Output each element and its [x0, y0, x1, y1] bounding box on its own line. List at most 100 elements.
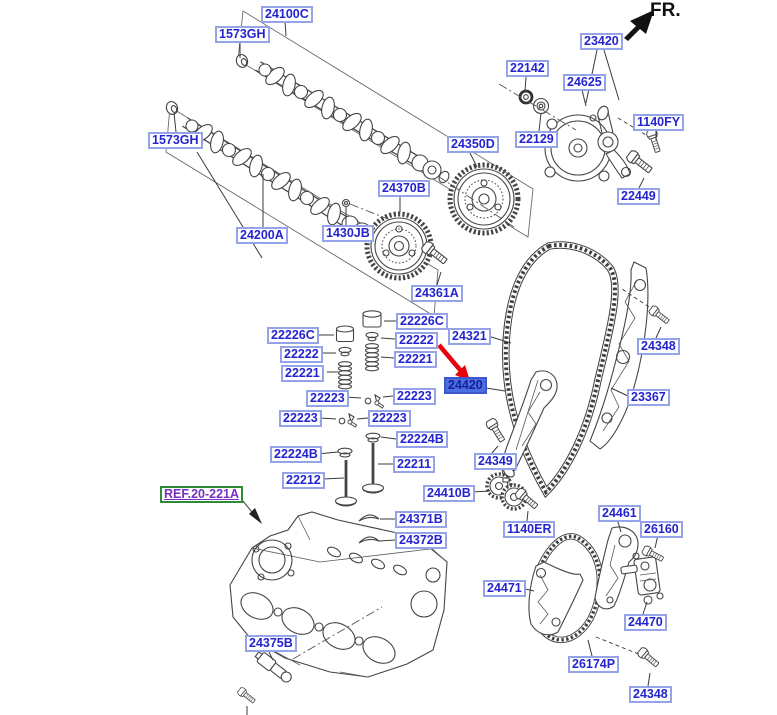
part-label-24420[interactable]: 24420: [444, 377, 487, 394]
part-label-22222-r[interactable]: 22222: [395, 332, 438, 349]
part-label-1430jb[interactable]: 1430JB: [322, 225, 374, 242]
leader-line: [491, 445, 499, 454]
part-label-24370b[interactable]: 24370B: [378, 180, 430, 197]
axis-line: [498, 83, 577, 131]
leader-line: [380, 356, 395, 359]
fr-direction-label: FR.: [650, 0, 681, 21]
cvvt-sprocket-intake-drawing: [447, 162, 521, 236]
camshaft-end-cap-top: [235, 54, 249, 68]
part-label-1573gh-top[interactable]: 1573GH: [215, 26, 270, 43]
part-label-ref-20-221a[interactable]: REF.20-221A: [160, 486, 244, 503]
leader-line: [319, 417, 337, 420]
leader-line: [436, 271, 442, 286]
part-label-22129[interactable]: 22129: [515, 131, 558, 148]
part-label-22223-1l[interactable]: 22223: [306, 390, 349, 407]
part-label-22449[interactable]: 22449: [617, 188, 660, 205]
leader-line: [524, 76, 527, 92]
part-label-24200a[interactable]: 24200A: [236, 227, 288, 244]
dashed-line: [617, 117, 647, 136]
chain-tensioner-drawing: [620, 552, 664, 605]
leader-line: [647, 672, 651, 687]
part-label-24321[interactable]: 24321: [448, 328, 491, 345]
part-label-22211[interactable]: 22211: [393, 456, 436, 473]
part-label-24375b[interactable]: 24375B: [245, 635, 297, 652]
part-label-24100c[interactable]: 24100C: [261, 6, 313, 23]
part-label-24625[interactable]: 24625: [563, 74, 606, 91]
crank-sprocket-drawing: [485, 472, 528, 511]
part-label-22142[interactable]: 22142: [506, 60, 549, 77]
leader-line: [322, 477, 345, 480]
chain-guide-lower-drawing: [528, 561, 584, 636]
leader-line: [471, 490, 491, 493]
part-label-22223-2l[interactable]: 22223: [279, 410, 322, 427]
leader-line: [487, 335, 512, 344]
part-label-22223-1r[interactable]: 22223: [393, 388, 436, 405]
leader-line: [469, 152, 478, 168]
ocv-drawing: [254, 651, 292, 683]
leader-line: [610, 387, 629, 397]
ref-arrowhead: [249, 508, 262, 524]
axis-line: [349, 203, 394, 222]
part-label-22223-2r[interactable]: 22223: [368, 410, 411, 427]
valve-parts-right-stack: [361, 310, 385, 494]
leader-line: [587, 639, 593, 657]
part-label-26174p[interactable]: 26174P: [568, 656, 620, 673]
leader-line: [284, 20, 287, 37]
part-label-24349[interactable]: 24349: [474, 453, 517, 470]
highlight-arrow-shaft: [437, 343, 463, 373]
part-label-1140fy[interactable]: 1140FY: [633, 114, 685, 131]
leader-line: [241, 499, 253, 513]
leader-line: [380, 337, 396, 340]
part-label-22224b-r[interactable]: 22224B: [396, 431, 448, 448]
leader-line: [642, 601, 648, 615]
axis-line: [292, 606, 383, 660]
dashed-line: [595, 636, 642, 656]
part-label-24348-bottom[interactable]: 24348: [629, 686, 672, 703]
part-label-23420[interactable]: 23420: [580, 33, 623, 50]
part-label-26160[interactable]: 26160: [640, 521, 683, 538]
part-label-22221-r[interactable]: 22221: [394, 351, 437, 368]
leader-line: [638, 177, 645, 189]
part-label-1573gh-left[interactable]: 1573GH: [148, 132, 203, 149]
leader-line: [581, 89, 587, 107]
leader-line: [538, 112, 542, 132]
part-label-24371b[interactable]: 24371B: [395, 511, 447, 528]
part-label-22222-l[interactable]: 22222: [280, 346, 323, 363]
chain-guide-right-drawing: [589, 261, 649, 450]
part-label-22221-l[interactable]: 22221: [281, 365, 324, 382]
timing-chain-drawing: [502, 241, 619, 499]
axis-line: [437, 175, 515, 228]
part-label-24470[interactable]: 24470: [624, 614, 667, 631]
part-label-22212[interactable]: 22212: [282, 472, 325, 489]
vacuum-pump-drawing: [544, 105, 632, 182]
leader-line: [485, 387, 506, 392]
sealing-cap-drawing: [341, 198, 351, 208]
leader-line: [382, 395, 394, 398]
valve-parts-left-stack: [334, 325, 358, 507]
part-label-24348-right[interactable]: 24348: [637, 338, 680, 355]
tensioner-arm-lower-drawing: [594, 526, 639, 610]
leader-line: [655, 326, 662, 339]
part-label-22226c-r[interactable]: 22226C: [396, 313, 448, 330]
part-label-24372b[interactable]: 24372B: [395, 532, 447, 549]
part-label-24361a[interactable]: 24361A: [411, 285, 463, 302]
dashed-line: [621, 288, 650, 308]
leader-line: [173, 112, 177, 133]
part-label-24410b[interactable]: 24410B: [423, 485, 475, 502]
part-label-22224b-l[interactable]: 22224B: [270, 446, 322, 463]
leader-line: [380, 436, 397, 440]
leader-line: [378, 539, 396, 542]
camshaft-exhaust-drawing: [255, 61, 450, 184]
part-label-23367[interactable]: 23367: [627, 389, 670, 406]
part-label-22226c-l[interactable]: 22226C: [267, 327, 319, 344]
part-label-1140er[interactable]: 1140ER: [503, 521, 556, 538]
part-label-24461[interactable]: 24461: [598, 505, 641, 522]
part-label-24471[interactable]: 24471: [483, 580, 526, 597]
part-label-24350d[interactable]: 24350D: [447, 136, 499, 153]
leader-line: [526, 510, 529, 522]
leader-line: [603, 49, 620, 101]
leader-line: [356, 417, 369, 420]
